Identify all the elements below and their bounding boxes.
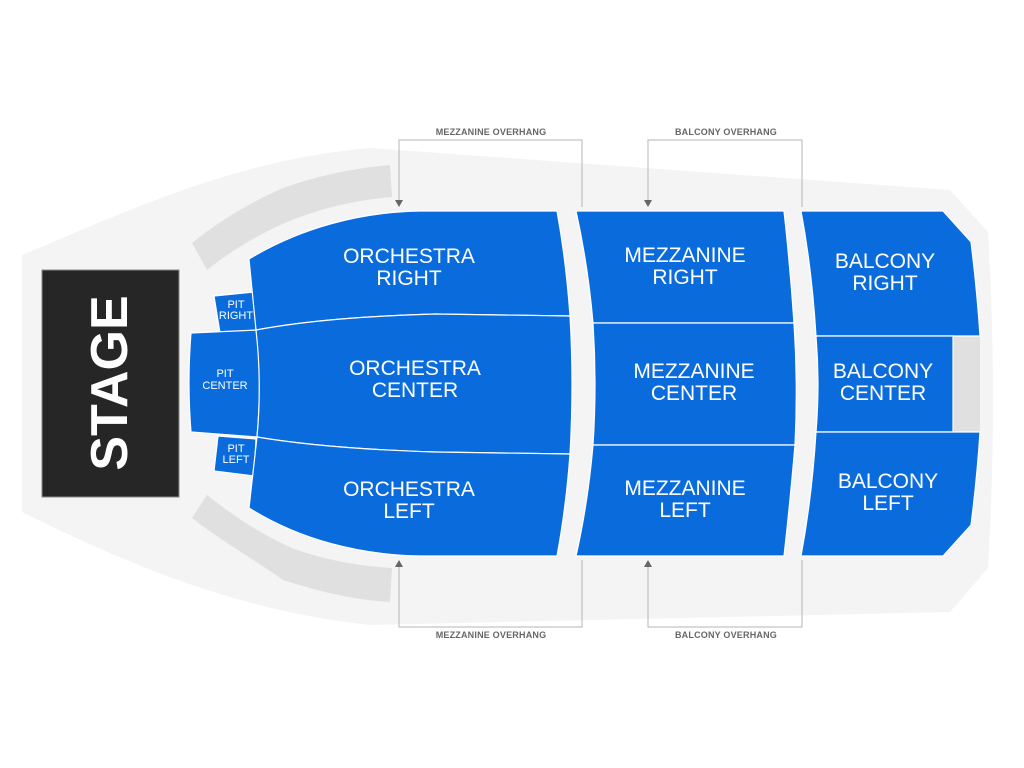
section-balcony-left[interactable]: BALCONY LEFT (800, 431, 981, 557)
svg-text:MEZZANINE: MEZZANINE (633, 360, 754, 383)
stage: STAGE (41, 269, 180, 498)
section-balcony-right[interactable]: BALCONY RIGHT (800, 210, 981, 337)
svg-text:LEFT: LEFT (383, 500, 435, 523)
annotation-bottom-balcony-overhang: BALCONY OVERHANG (644, 560, 803, 640)
svg-text:BALCONY: BALCONY (833, 360, 933, 383)
svg-text:BALCONY: BALCONY (835, 250, 935, 273)
svg-text:LEFT: LEFT (862, 492, 914, 515)
unavailable-area-bottom-right (283, 548, 392, 602)
section-pit-left[interactable]: PIT LEFT (213, 435, 257, 477)
svg-text:PIT: PIT (227, 443, 244, 455)
stage-label: STAGE (81, 295, 139, 470)
svg-text:RIGHT: RIGHT (376, 267, 442, 290)
svg-text:RIGHT: RIGHT (219, 310, 254, 322)
svg-text:MEZZANINE OVERHANG: MEZZANINE OVERHANG (436, 630, 547, 640)
svg-text:CENTER: CENTER (372, 379, 458, 402)
section-mezzanine-left[interactable]: MEZZANINE LEFT (575, 444, 796, 557)
annotation-top-balcony-overhang: BALCONY OVERHANG (644, 127, 803, 207)
svg-text:BALCONY OVERHANG: BALCONY OVERHANG (675, 127, 777, 137)
unavailable-area-top-right (283, 165, 392, 220)
svg-text:ORCHESTRA: ORCHESTRA (349, 357, 481, 380)
section-orchestra-left[interactable]: ORCHESTRA LEFT (248, 436, 571, 557)
svg-text:BALCONY: BALCONY (838, 470, 938, 493)
section-pit-center[interactable]: PIT CENTER (188, 329, 261, 438)
svg-text:CENTER: CENTER (840, 382, 926, 405)
arrow-up-icon (395, 560, 403, 567)
section-mezzanine-center[interactable]: MEZZANINE CENTER (592, 322, 797, 446)
svg-text:ORCHESTRA: ORCHESTRA (343, 245, 475, 268)
svg-text:PIT: PIT (216, 368, 233, 380)
svg-text:CENTER: CENTER (651, 382, 737, 405)
svg-text:MEZZANINE: MEZZANINE (624, 244, 745, 267)
arrow-down-icon (644, 200, 652, 207)
svg-text:MEZZANINE: MEZZANINE (624, 477, 745, 500)
section-pit-right[interactable]: PIT RIGHT (213, 291, 257, 334)
arrow-down-icon (395, 200, 403, 207)
section-mezzanine-right[interactable]: MEZZANINE RIGHT (575, 210, 795, 324)
unavailable-area-bottom-left (192, 495, 292, 580)
svg-text:BALCONY OVERHANG: BALCONY OVERHANG (675, 630, 777, 640)
svg-text:LEFT: LEFT (659, 499, 711, 522)
section-orchestra-center[interactable]: ORCHESTRA CENTER (255, 313, 573, 455)
svg-text:MEZZANINE OVERHANG: MEZZANINE OVERHANG (436, 127, 547, 137)
section-orchestra-right[interactable]: ORCHESTRA RIGHT (248, 210, 571, 331)
unavailable-area-top-left (192, 188, 292, 270)
svg-text:LEFT: LEFT (223, 454, 250, 466)
svg-text:CENTER: CENTER (202, 380, 247, 392)
arrow-up-icon (644, 560, 652, 567)
section-balcony-center[interactable]: BALCONY CENTER (815, 335, 954, 433)
annotation-top-mezzanine-overhang: MEZZANINE OVERHANG (395, 127, 583, 207)
unavailable-area-balcony (953, 336, 980, 432)
annotation-bottom-mezzanine-overhang: MEZZANINE OVERHANG (395, 560, 583, 640)
svg-text:PIT: PIT (227, 299, 244, 311)
svg-text:RIGHT: RIGHT (652, 266, 718, 289)
svg-text:RIGHT: RIGHT (852, 272, 918, 295)
svg-text:ORCHESTRA: ORCHESTRA (343, 478, 475, 501)
